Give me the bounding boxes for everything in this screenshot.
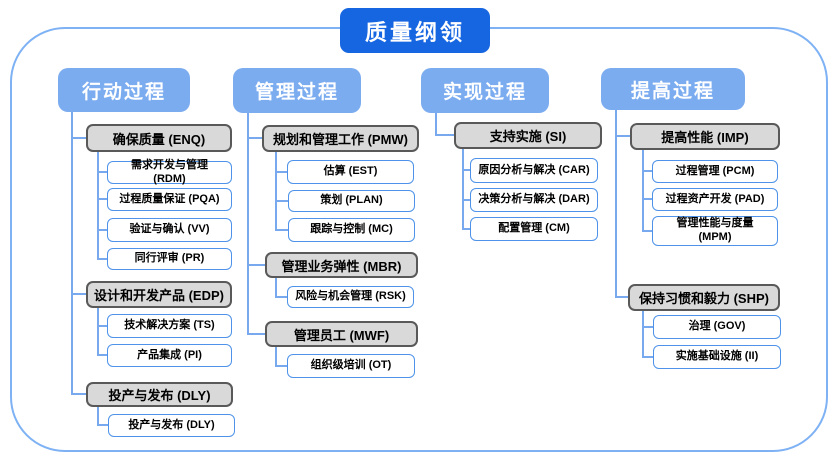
- connector-line: [275, 296, 287, 298]
- connector-line: [615, 110, 617, 298]
- leaf-mpm: 管理性能与度量 (MPM): [652, 216, 778, 246]
- connector-line: [71, 393, 86, 395]
- leaf-dly: 投产与发布 (DLY): [108, 414, 235, 437]
- connector-line: [71, 112, 73, 395]
- connector-line: [71, 137, 86, 139]
- connector-line: [97, 171, 107, 173]
- connector-line: [642, 311, 644, 358]
- leaf-gov: 治理 (GOV): [653, 315, 781, 339]
- connector-line: [275, 347, 277, 367]
- connector-line: [247, 333, 265, 335]
- connector-line: [642, 326, 653, 328]
- connector-line: [435, 113, 437, 136]
- group-enq: 确保质量 (ENQ): [86, 124, 232, 152]
- connector-line: [275, 200, 288, 202]
- connector-line: [462, 199, 470, 201]
- connector-line: [275, 152, 277, 231]
- leaf-pr: 同行评审 (PR): [107, 248, 232, 270]
- connector-line: [275, 229, 288, 231]
- leaf-car: 原因分析与解决 (CAR): [470, 158, 598, 183]
- leaf-plan: 策划 (PLAN): [288, 190, 415, 212]
- leaf-ts: 技术解决方案 (TS): [107, 314, 232, 338]
- leaf-mc: 跟踪与控制 (MC): [288, 218, 415, 242]
- connector-line: [275, 365, 287, 367]
- connector-line: [97, 424, 108, 426]
- leaf-vv: 验证与确认 (VV): [107, 218, 232, 242]
- branch-header-action-process: 行动过程: [58, 68, 190, 112]
- leaf-rsk: 风险与机会管理 (RSK): [287, 286, 414, 308]
- leaf-est: 估算 (EST): [287, 160, 414, 184]
- connector-line: [462, 228, 470, 230]
- group-dly: 投产与发布 (DLY): [86, 382, 233, 407]
- connector-line: [275, 171, 287, 173]
- connector-line: [435, 134, 454, 136]
- leaf-cm: 配置管理 (CM): [470, 217, 598, 241]
- leaf-dar: 决策分析与解决 (DAR): [470, 188, 598, 212]
- leaf-pi: 产品集成 (PI): [107, 344, 232, 367]
- group-si: 支持实施 (SI): [454, 122, 602, 149]
- connector-line: [97, 258, 107, 260]
- group-edp: 设计和开发产品 (EDP): [86, 281, 232, 308]
- connector-line: [247, 137, 262, 139]
- connector-line: [642, 150, 644, 232]
- leaf-ii: 实施基础设施 (II): [653, 345, 781, 369]
- connector-line: [462, 169, 470, 171]
- connector-line: [275, 278, 277, 298]
- leaf-pad: 过程资产开发 (PAD): [652, 188, 778, 211]
- connector-line: [642, 356, 653, 358]
- connector-line: [97, 354, 107, 356]
- group-mbr: 管理业务弹性 (MBR): [265, 252, 418, 278]
- connector-line: [97, 198, 107, 200]
- leaf-pqa: 过程质量保证 (PQA): [107, 188, 232, 211]
- leaf-rdm: 需求开发与管理 (RDM): [107, 159, 232, 185]
- connector-line: [97, 152, 99, 260]
- connector-line: [97, 308, 99, 356]
- connector-line: [97, 325, 107, 327]
- group-pmw: 规划和管理工作 (PMW): [262, 125, 419, 152]
- connector-line: [642, 170, 652, 172]
- connector-line: [71, 293, 86, 295]
- connector-line: [97, 229, 107, 231]
- connector-line: [642, 198, 652, 200]
- connector-line: [462, 149, 464, 230]
- diagram-title: 质量纲领: [340, 8, 490, 53]
- group-mwf: 管理员工 (MWF): [265, 321, 418, 347]
- connector-line: [247, 113, 249, 335]
- connector-line: [615, 296, 628, 298]
- leaf-pcm: 过程管理 (PCM): [652, 160, 778, 183]
- connector-line: [642, 230, 652, 232]
- connector-line: [247, 264, 265, 266]
- branch-header-improvement-process: 提高过程: [601, 68, 745, 110]
- leaf-ot: 组织级培训 (OT): [287, 354, 415, 378]
- connector-line: [97, 407, 99, 426]
- group-shp: 保持习惯和毅力 (SHP): [628, 284, 780, 311]
- group-imp: 提高性能 (IMP): [630, 123, 780, 150]
- branch-header-management-process: 管理过程: [233, 68, 361, 113]
- branch-header-implementation-process: 实现过程: [421, 68, 549, 113]
- connector-line: [615, 135, 630, 137]
